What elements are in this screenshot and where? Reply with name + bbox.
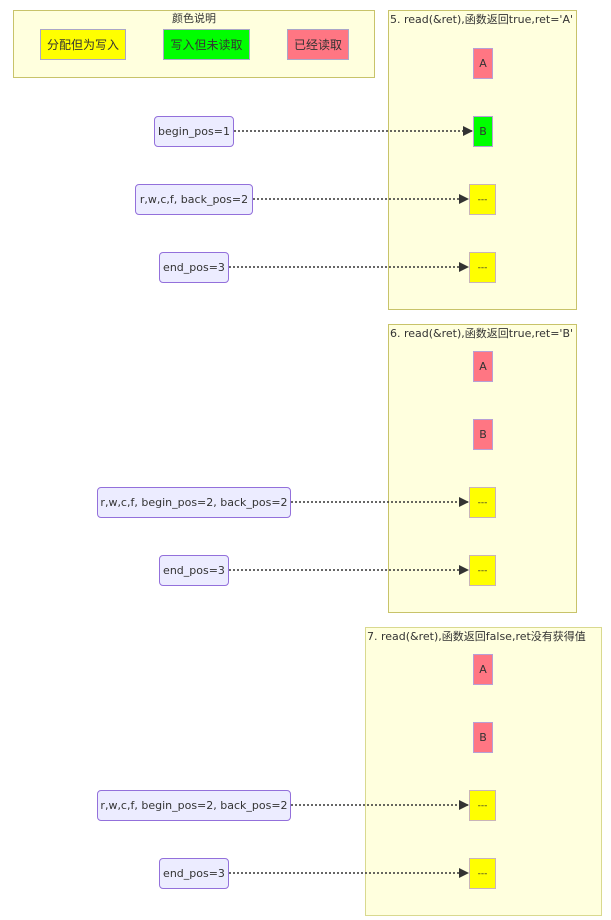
step-7-cell-3: --- xyxy=(469,790,496,821)
step-7-title: 7. read(&ret),函数返回false,ret没有获得值 xyxy=(367,630,586,643)
step-5-cell-b: B xyxy=(473,116,493,147)
step-7-cell-b: B xyxy=(473,722,493,753)
step-6-cell-b: B xyxy=(473,419,493,450)
step-7-begin-back-pos-node: r,w,c,f, begin_pos=2, back_pos=2 xyxy=(97,790,291,821)
step-6-cell-4: --- xyxy=(469,555,496,586)
step-5-cell-3: --- xyxy=(469,184,496,215)
step-6-begin-back-pos-node: r,w,c,f, begin_pos=2, back_pos=2 xyxy=(97,487,291,518)
step-5-end-pos-node: end_pos=3 xyxy=(159,252,229,283)
legend-item-written: 写入但未读取 xyxy=(163,29,250,60)
legend-title: 颜色说明 xyxy=(172,12,216,25)
step-7-cell-4: --- xyxy=(469,858,496,889)
step-7-end-pos-node: end_pos=3 xyxy=(159,858,229,889)
step-5-back-pos-node: r,w,c,f, back_pos=2 xyxy=(135,184,253,215)
step-5-cell-a: A xyxy=(473,48,493,79)
step-5-cell-4: --- xyxy=(469,252,496,283)
step-6-cell-3: --- xyxy=(469,487,496,518)
step-5-title: 5. read(&ret),函数返回true,ret='A' xyxy=(390,13,574,26)
step-5-begin-pos-node: begin_pos=1 xyxy=(154,116,234,147)
step-6-end-pos-node: end_pos=3 xyxy=(159,555,229,586)
step-6-cell-a: A xyxy=(473,351,493,382)
legend-item-read: 已经读取 xyxy=(287,29,349,60)
step-6-title: 6. read(&ret),函数返回true,ret='B' xyxy=(390,327,574,340)
step-7-cell-a: A xyxy=(473,654,493,685)
legend-item-allocated: 分配但为写入 xyxy=(40,29,126,60)
